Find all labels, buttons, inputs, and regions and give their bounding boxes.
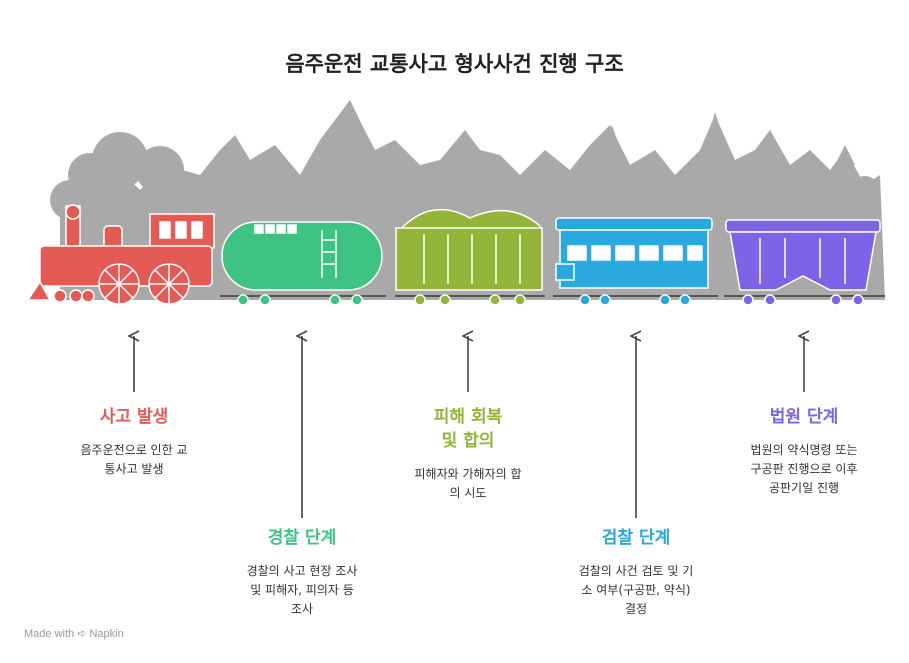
stage-description: 검찰의 사건 검토 및 기 소 여부(구공판, 약식) 결정 bbox=[556, 562, 716, 619]
stage-title: 검찰 단계 bbox=[601, 528, 671, 548]
stage-description: 경찰의 사고 현장 조사 및 피해자, 피의자 등 조사 bbox=[222, 562, 382, 619]
hopper-wagon-slats bbox=[759, 238, 846, 284]
desc-line: 및 피해자, 피의자 등 bbox=[250, 583, 354, 597]
napkin-logo-icon: ➪ bbox=[77, 628, 87, 640]
page-title: 음주운전 교통사고 형사사건 진행 구조 bbox=[285, 52, 624, 76]
title-line: 및 합의 bbox=[441, 431, 495, 451]
stage-court: 법원 단계 법원의 약식명령 또는 구공판 진행으로 이후 공판기일 진행 bbox=[724, 405, 884, 498]
desc-line: 의 시도 bbox=[449, 486, 487, 500]
tank-car-ladder bbox=[321, 230, 337, 278]
stage-accident: 사고 발생 음주운전으로 인한 교 통사고 발생 bbox=[54, 405, 214, 479]
stage-arrows bbox=[134, 336, 804, 518]
desc-line: 조사 bbox=[290, 602, 314, 616]
hopper-car-slats bbox=[423, 234, 521, 284]
desc-line: 음주운전으로 인한 교 bbox=[80, 443, 188, 457]
desc-line: 소 여부(구공판, 약식) bbox=[581, 583, 691, 597]
stage-police: 경찰 단계 경찰의 사고 현장 조사 및 피해자, 피의자 등 조사 bbox=[222, 526, 382, 619]
stage-settlement: 피해 회복 및 합의 피해자와 가해자의 합 의 시도 bbox=[388, 405, 548, 503]
stage-title: 피해 회복 및 합의 bbox=[388, 405, 548, 453]
desc-line: 결정 bbox=[624, 602, 648, 616]
desc-line: 검찰의 사건 검토 및 기 bbox=[578, 564, 694, 578]
footer-prefix: Made with bbox=[24, 628, 75, 640]
stage-description: 음주운전으로 인한 교 통사고 발생 bbox=[54, 441, 214, 479]
stage-description: 법원의 약식명령 또는 구공판 진행으로 이후 공판기일 진행 bbox=[724, 441, 884, 498]
footer-attribution: Made with ➪ Napkin bbox=[24, 627, 124, 640]
stage-title: 사고 발생 bbox=[99, 407, 169, 427]
stage-title: 경찰 단계 bbox=[267, 528, 337, 548]
desc-line: 공판기일 진행 bbox=[768, 481, 840, 495]
desc-line: 통사고 발생 bbox=[104, 462, 164, 476]
stage-description: 피해자와 가해자의 합 의 시도 bbox=[388, 465, 548, 503]
tank-car bbox=[221, 221, 383, 306]
passenger-car bbox=[555, 217, 713, 306]
desc-line: 피해자와 가해자의 합 bbox=[414, 467, 522, 481]
stage-prosecution: 검찰 단계 검찰의 사건 검토 및 기 소 여부(구공판, 약식) 결정 bbox=[556, 526, 716, 619]
desc-line: 법원의 약식명령 또는 bbox=[750, 443, 858, 457]
stage-title: 법원 단계 bbox=[769, 407, 839, 427]
desc-line: 경찰의 사고 현장 조사 bbox=[246, 564, 358, 578]
footer-brand: Napkin bbox=[89, 628, 124, 640]
hopper-wagon bbox=[725, 219, 881, 306]
locomotive-wheel-spokes bbox=[99, 264, 189, 304]
desc-line: 구공판 진행으로 이후 bbox=[750, 462, 858, 476]
title-line: 피해 회복 bbox=[433, 407, 503, 427]
hopper-car bbox=[395, 208, 543, 306]
